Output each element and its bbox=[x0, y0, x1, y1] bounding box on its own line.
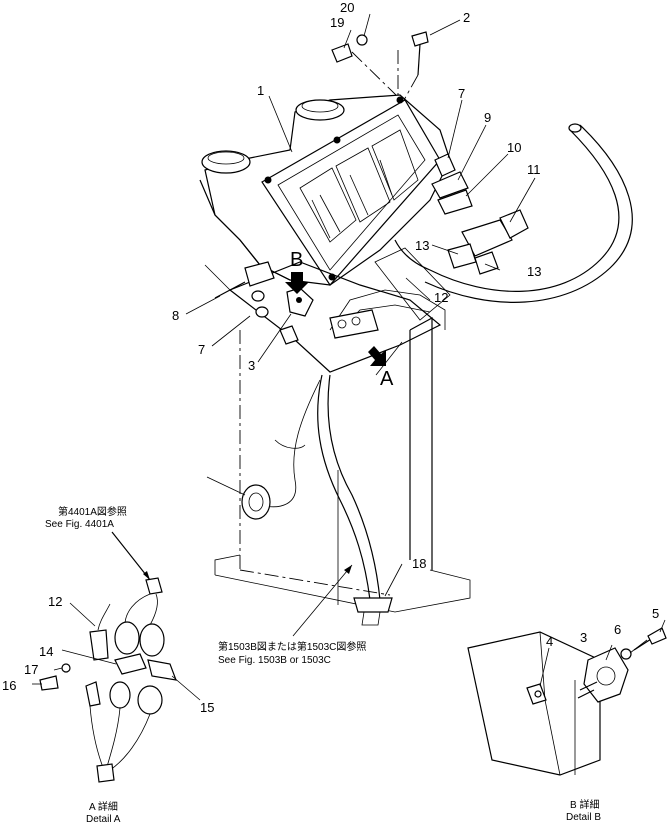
bolt-16 bbox=[39, 675, 59, 691]
relay-13 bbox=[447, 243, 477, 269]
washer-17 bbox=[61, 663, 71, 673]
bolt-2 bbox=[411, 31, 429, 47]
connector-a1 bbox=[114, 621, 140, 655]
ref-4401-en: See Fig. 4401A bbox=[45, 519, 114, 530]
ref-1503-jp: 第1503B図または第1503C図参照 bbox=[218, 640, 366, 653]
arrow-b-icon bbox=[285, 272, 309, 294]
callout-8: 8 bbox=[172, 308, 179, 323]
callout-3-detail: 3 bbox=[580, 630, 587, 645]
callout-16: 16 bbox=[2, 678, 16, 693]
connector-12 bbox=[89, 629, 109, 661]
callout-4: 4 bbox=[546, 634, 553, 649]
screw-icon bbox=[333, 136, 341, 144]
screw-icon bbox=[396, 96, 404, 104]
view-label-b: B bbox=[290, 249, 303, 271]
detail-a-caption-jp: A 詳細 bbox=[89, 800, 118, 813]
screw-5 bbox=[647, 627, 667, 645]
callout-14: 14 bbox=[39, 644, 53, 659]
detail-b-caption-jp: B 詳細 bbox=[570, 798, 599, 811]
callout-3: 3 bbox=[248, 358, 255, 373]
grommet-18 bbox=[353, 597, 393, 613]
callout-18: 18 bbox=[412, 556, 426, 571]
callout-13-right: 13 bbox=[527, 264, 541, 279]
callout-11: 11 bbox=[527, 162, 541, 177]
gauge-center bbox=[335, 147, 391, 223]
callout-6: 6 bbox=[614, 622, 621, 637]
washer-6 bbox=[620, 648, 632, 660]
callout-5: 5 bbox=[652, 606, 659, 621]
ref-1503-en: See Fig. 1503B or 1503C bbox=[218, 655, 331, 666]
detail-b bbox=[467, 627, 667, 776]
callout-15: 15 bbox=[200, 700, 214, 715]
arrow-a-icon bbox=[368, 346, 386, 366]
callout-13-left: 13 bbox=[415, 238, 429, 253]
clip-15 bbox=[147, 659, 177, 681]
callout-7-left: 7 bbox=[198, 342, 205, 357]
detail-a bbox=[39, 531, 177, 783]
bolt-19 bbox=[331, 43, 353, 63]
detail-b-caption-en: Detail B bbox=[566, 812, 601, 823]
callout-17: 17 bbox=[24, 662, 38, 677]
callout-1: 1 bbox=[257, 83, 264, 98]
callout-12-detail: 12 bbox=[48, 594, 62, 609]
callout-12: 12 bbox=[434, 290, 448, 305]
clip-14 bbox=[114, 653, 147, 675]
washer-20 bbox=[356, 34, 368, 46]
callout-7-top: 7 bbox=[458, 86, 465, 101]
screw-icon bbox=[264, 176, 272, 184]
callout-19: 19 bbox=[330, 15, 344, 30]
connector-a2 bbox=[139, 623, 165, 657]
leader-lines bbox=[32, 13, 666, 701]
ref-4401-jp: 第4401A図参照 bbox=[58, 505, 127, 518]
filler-cap-left bbox=[201, 150, 251, 174]
gauge-left bbox=[299, 167, 357, 243]
callout-9: 9 bbox=[484, 110, 491, 125]
connector-block bbox=[329, 309, 379, 339]
grommet bbox=[241, 484, 271, 520]
callout-20: 20 bbox=[340, 0, 354, 15]
view-label-a: A bbox=[380, 368, 394, 390]
wiring-harness bbox=[206, 123, 633, 626]
detail-a-caption-en: Detail A bbox=[86, 814, 121, 825]
switch-3-detail bbox=[583, 647, 629, 703]
view-arrows bbox=[285, 272, 386, 366]
callout-labels: 1 2 3 3 4 5 6 7 7 8 9 10 11 12 12 13 13 … bbox=[2, 0, 659, 715]
switch-parts bbox=[214, 31, 529, 345]
callout-2: 2 bbox=[463, 10, 470, 25]
callout-10: 10 bbox=[507, 140, 521, 155]
connector-8 bbox=[244, 261, 275, 287]
filler-cap-right bbox=[295, 99, 345, 121]
dashboard-housing bbox=[199, 94, 451, 373]
gauge-right bbox=[371, 129, 419, 201]
